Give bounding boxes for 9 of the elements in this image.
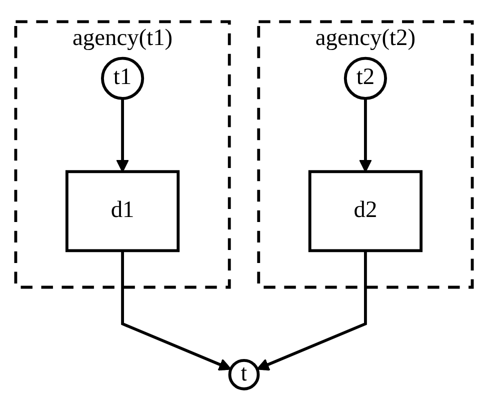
node-box: d2 — [308, 170, 423, 252]
arrow — [359, 98, 372, 172]
arrow — [121, 250, 232, 371]
arrow — [116, 98, 129, 172]
node-circle: t — [228, 359, 260, 390]
arrow — [256, 250, 367, 371]
node-circle: t2 — [344, 56, 387, 100]
node-circle: t1 — [101, 56, 144, 100]
node-box: d1 — [65, 170, 180, 252]
